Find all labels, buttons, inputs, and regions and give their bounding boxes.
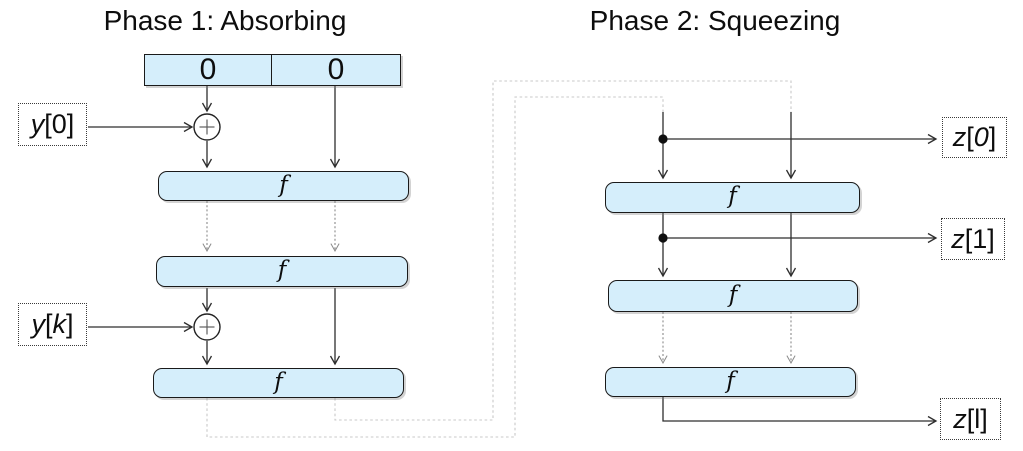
output-label-z1: z[1]	[941, 218, 1005, 260]
f-box-absorb-2: f	[156, 256, 408, 287]
junction-dot	[658, 134, 668, 144]
state-cell-right: 0	[327, 53, 345, 86]
input-label-yk: y[k]	[18, 303, 87, 346]
solid-arrows	[88, 86, 938, 427]
f-box-squeeze-2: f	[608, 280, 858, 312]
xor-icon	[193, 113, 221, 141]
f-box-absorb-1: f	[158, 171, 409, 201]
f-box-absorb-3: f	[153, 368, 404, 398]
iteration-ellipsis-arrows	[202, 201, 796, 365]
phase1-title: Phase 1: Absorbing	[103, 5, 347, 36]
initial-state-box: 0 0	[144, 54, 401, 86]
state-cell-left: 0	[145, 55, 272, 85]
output-label-z0: z[0]	[942, 117, 1007, 158]
f-box-squeeze-3: f	[605, 367, 856, 397]
state-routing-dashed-lines	[206, 80, 792, 438]
f-box-squeeze-1: f	[605, 182, 860, 213]
input-label-y0: y[0]	[18, 103, 87, 146]
output-label-zl: z[l]	[940, 398, 1001, 440]
xor-icon	[193, 313, 221, 341]
junction-dot	[658, 233, 668, 243]
phase2-title: Phase 2: Squeezing	[589, 5, 841, 36]
